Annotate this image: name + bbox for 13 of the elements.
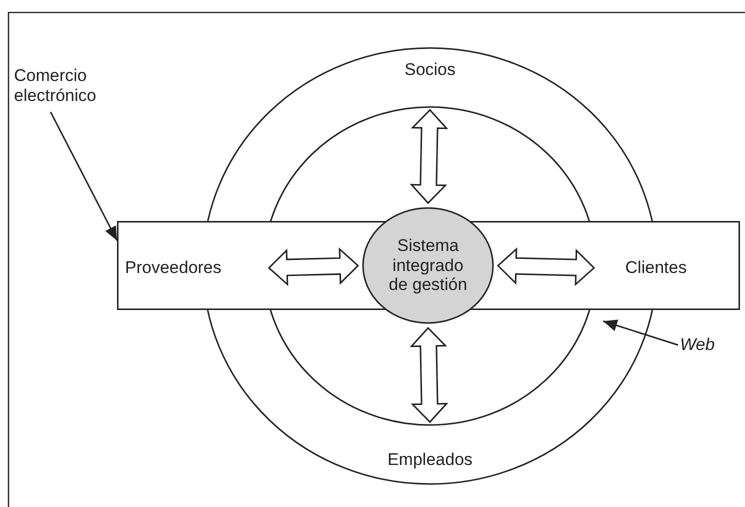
callout-text: Comercio electrónico bbox=[14, 66, 136, 112]
band-label: Clientes bbox=[598, 250, 714, 286]
ring-label: Socios bbox=[380, 60, 480, 106]
double-block-arrow bbox=[268, 247, 360, 286]
callout-text: Web bbox=[680, 332, 738, 358]
leader-arrow bbox=[602, 320, 678, 346]
leader-arrow bbox=[50, 112, 118, 241]
system-circle: Sistema integrado de gestión bbox=[362, 207, 494, 324]
band-label: Proveedores bbox=[125, 250, 265, 286]
double-block-arrow bbox=[410, 326, 448, 424]
ring-label: Empleados bbox=[365, 426, 495, 470]
double-block-arrow bbox=[496, 247, 596, 286]
double-block-arrow bbox=[410, 108, 448, 204]
